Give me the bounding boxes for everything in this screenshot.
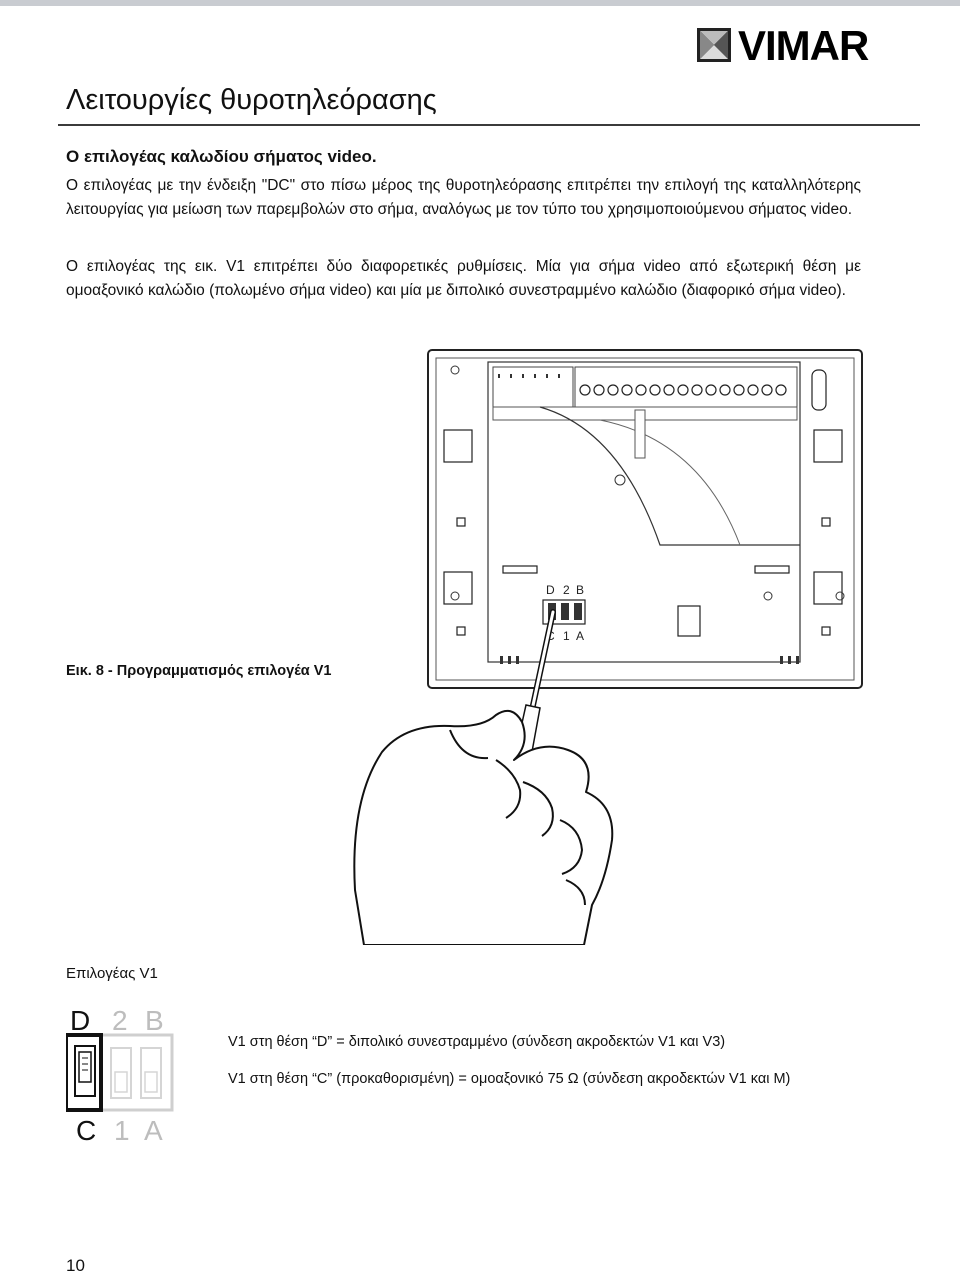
selector-label-b: B xyxy=(145,1005,164,1036)
fig-switch-label-b: B xyxy=(576,583,584,597)
selector-label-d: D xyxy=(70,1005,90,1036)
fig-switch-label-d: D xyxy=(546,583,555,597)
selector-label-a: A xyxy=(144,1115,163,1146)
fig-switch-label-a: A xyxy=(576,629,584,643)
section-title: Λειτουργίες θυροτηλεόρασης xyxy=(66,84,437,116)
selector-label-c: C xyxy=(76,1115,96,1146)
selector-label: Επιλογέας V1 xyxy=(66,965,158,982)
page-number: 10 xyxy=(66,1256,85,1275)
brand-name: VIMAR xyxy=(738,22,869,69)
vimar-logo: VIMAR xyxy=(697,24,869,68)
fig-switch-label-1: 1 xyxy=(563,629,570,643)
figure-caption: Εικ. 8 - Προγραμματισμός επιλογέα V1 xyxy=(66,663,332,679)
legend-position-c: V1 στη θέση “C” (προκαθορισμένη) = ομοαξ… xyxy=(228,1071,791,1087)
section-heading: Ο επιλογέας καλωδίου σήματος video. xyxy=(66,147,377,166)
hand-icon xyxy=(353,709,614,945)
fig-switch-label-2: 2 xyxy=(563,583,570,597)
intro-paragraph: Ο επιλογέας με την ένδειξη "DC" στο πίσω… xyxy=(66,177,861,218)
selector-v1-diagram: D 2 B C 1 A xyxy=(66,1005,174,1146)
device-back-illustration: D 2 B C 1 A xyxy=(353,349,863,945)
settings-paragraph: Ο επιλογέας της εικ. V1 επιτρέπει δύο δι… xyxy=(66,258,861,299)
legend-position-d: V1 στη θέση “D” = διπολικό συνεστραμμένο… xyxy=(228,1034,726,1050)
selector-label-2: 2 xyxy=(112,1005,128,1036)
selector-label-1: 1 xyxy=(114,1115,130,1146)
title-divider xyxy=(58,124,920,126)
vimar-logo-icon xyxy=(697,28,731,62)
top-bar xyxy=(0,0,960,6)
